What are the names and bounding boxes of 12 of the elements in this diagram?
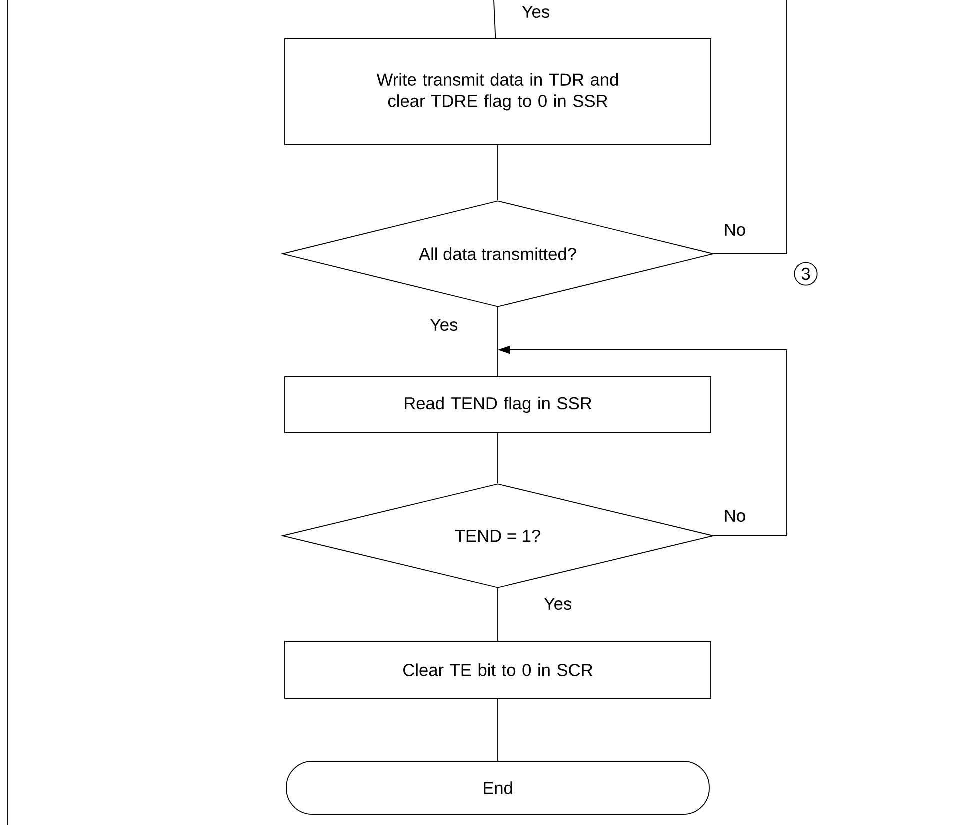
process-box: Read TEND flag in SSR [284,376,712,434]
process-box: Write transmit data in TDR and clear TDRE flag to 0 in SSR [284,38,712,146]
edge-label: Yes [520,4,552,20]
edge-label: Yes [542,596,574,612]
callout-number: 3 [794,262,818,286]
process-box: Clear TE bit to 0 in SCR [284,641,712,700]
connector-line [494,0,496,39]
edge-label: Yes [428,318,460,332]
connector-line [713,0,788,254]
terminal-box: End [286,761,710,816]
edge-label: No [722,222,748,238]
edge-label: No [722,508,748,524]
